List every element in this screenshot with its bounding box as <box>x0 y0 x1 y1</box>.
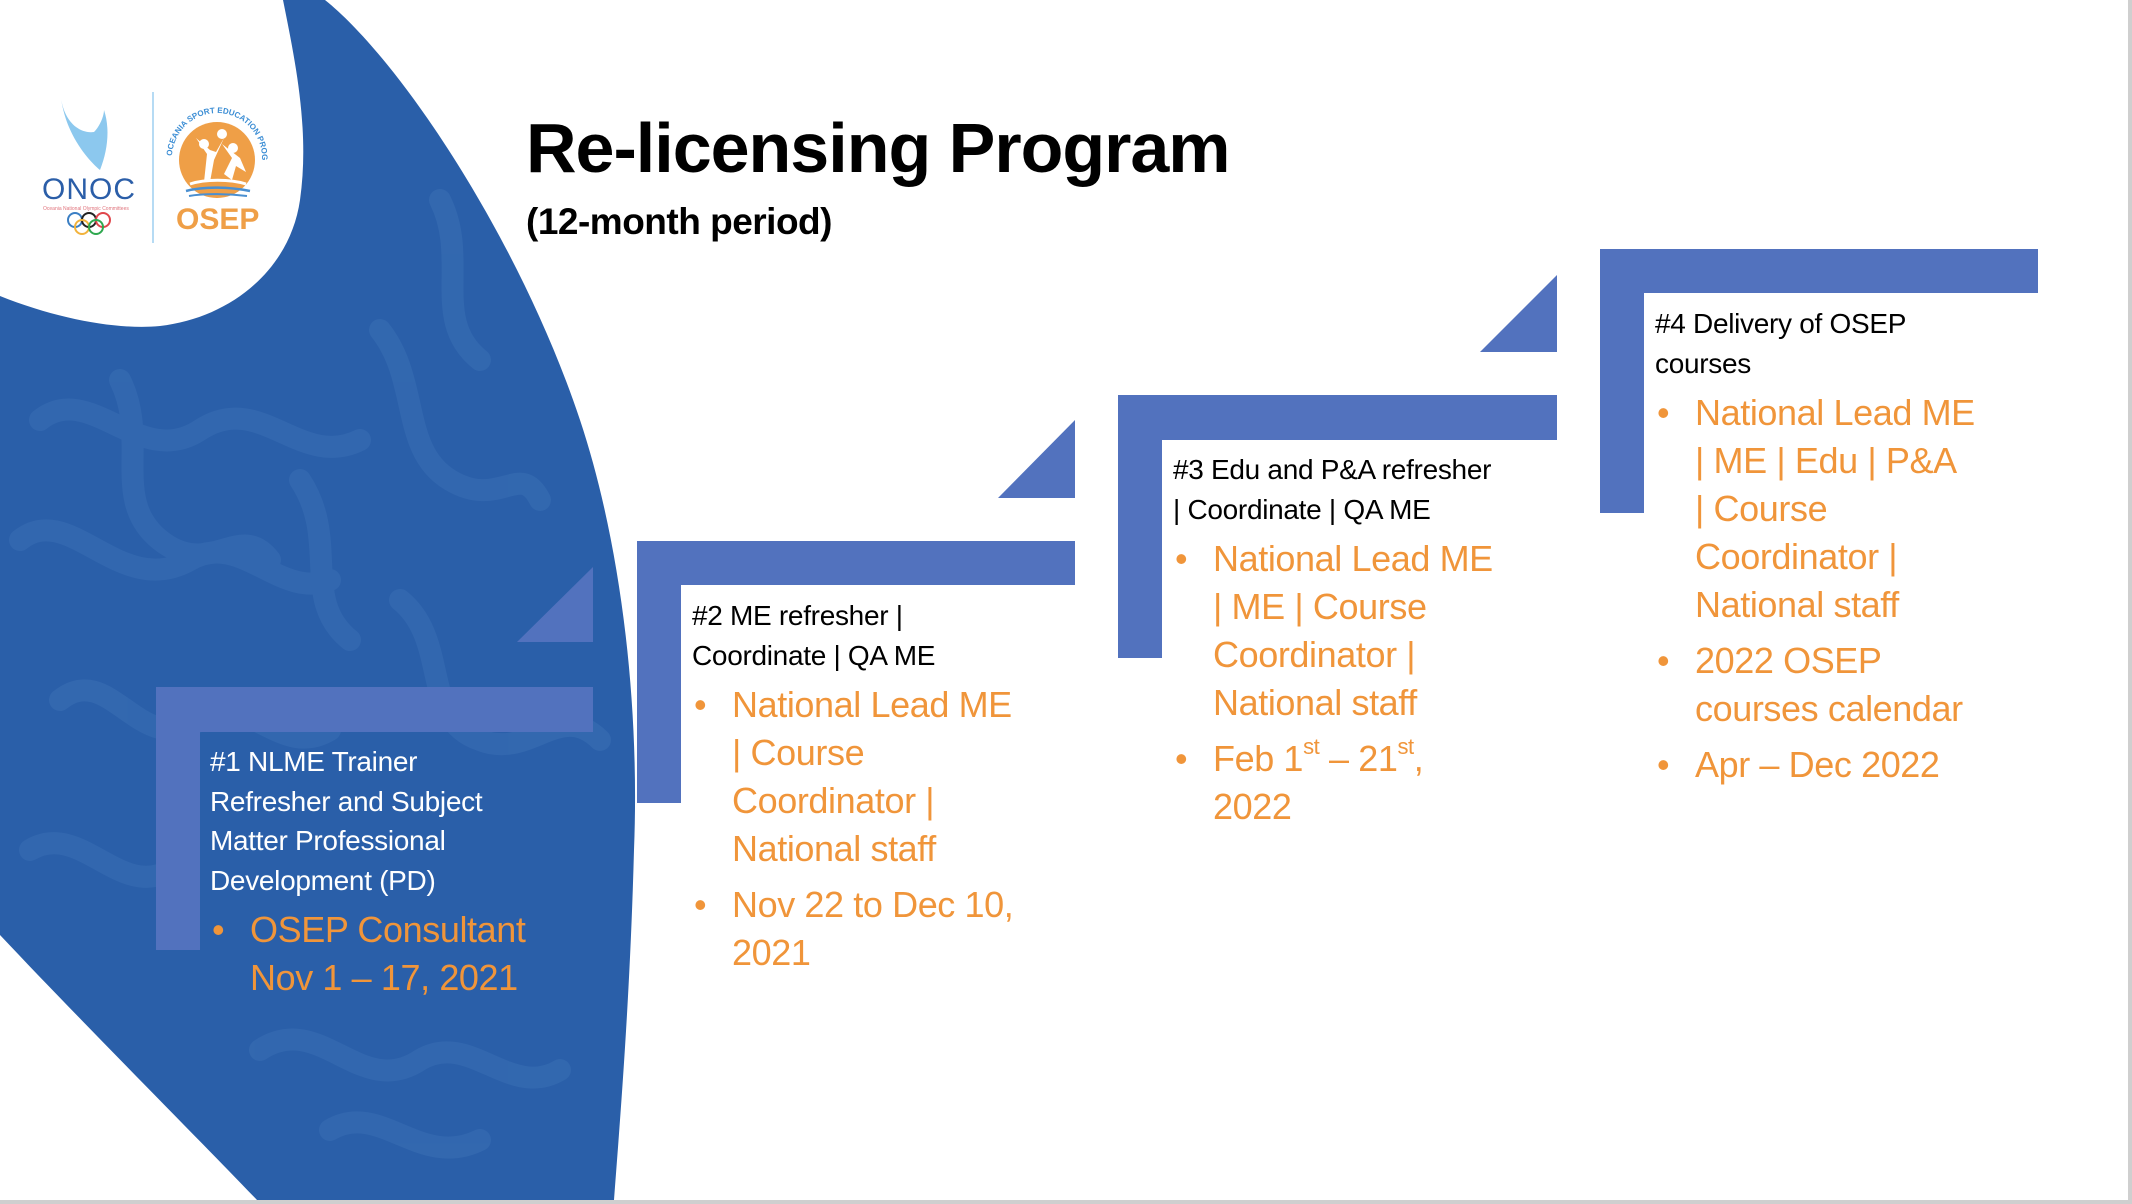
bullet-line: Coordinator | <box>1213 634 1416 675</box>
bullet-icon: • <box>694 684 707 725</box>
slide-title: Re-licensing Program <box>526 109 1231 187</box>
step-1-heading-line: #1 NLME Trainer <box>210 746 418 777</box>
bullet-line: National staff <box>1213 682 1417 723</box>
osep-logo-text: OSEP <box>176 203 260 236</box>
step-1-heading: #1 NLME Trainer Refresher and Subject Ma… <box>210 742 590 900</box>
bullet-icon: • <box>694 884 707 925</box>
bullet-line: Coordinator | <box>1695 536 1898 577</box>
step-3-bar <box>1118 395 1557 440</box>
step-3-bullet-item: • National Lead ME | ME | Course Coordin… <box>1173 535 1593 727</box>
onoc-logo-tagline: Oceania National Olympic Committees <box>43 206 129 212</box>
osep-figures-icon <box>196 129 246 182</box>
step-1-bar <box>156 687 593 732</box>
step-3-bracket <box>1118 275 1557 658</box>
bullet-line: 2022 OSEP <box>1695 640 1882 681</box>
bullet-line: OSEP Consultant <box>250 909 526 950</box>
step-3-heading-line: | Coordinate | QA ME <box>1173 493 1431 525</box>
step-1-arrow-tip <box>517 567 593 642</box>
bullet-line: courses calendar <box>1695 688 1963 729</box>
step-1-heading-line: Matter Professional <box>210 825 446 856</box>
step-3-bullet-item: • Feb 1st – 21st, 2022 <box>1173 735 1593 831</box>
background-pattern <box>9 189 611 1159</box>
step-2-stem <box>637 541 681 803</box>
onoc-logo-text: ONOC <box>42 173 136 206</box>
step-2-bullet-item: • National Lead ME | Course Coordinator … <box>692 681 1092 873</box>
step-4-bullet-item: • National Lead ME | ME | Edu | P&A | Co… <box>1655 389 2075 629</box>
step-1-heading-line: Refresher and Subject <box>210 785 483 817</box>
olympic-rings-icon <box>67 212 111 235</box>
bullet-icon: • <box>1175 738 1188 779</box>
slide-subtitle: (12-month period) <box>526 201 832 242</box>
step-1: #1 NLME Trainer Refresher and Subject Ma… <box>210 742 590 1010</box>
bullet-icon: • <box>1657 744 1670 785</box>
bullet-line: National Lead ME <box>1695 392 1975 433</box>
bullet-line: | Course <box>732 732 865 773</box>
step-3: #3 Edu and P&A refresher | Coordinate | … <box>1173 450 1593 839</box>
step-4-bullets: • National Lead ME | ME | Edu | P&A | Co… <box>1655 389 2075 789</box>
step-4-stem <box>1600 249 1644 513</box>
step-4-heading-line: #4 Delivery of OSEP <box>1655 308 1907 339</box>
step-1-stem <box>156 687 200 950</box>
bullet-icon: • <box>1657 392 1670 433</box>
step-1-bullets: • OSEP Consultant Nov 1 – 17, 2021 <box>210 906 590 1002</box>
step-2-heading: #2 ME refresher | Coordinate | QA ME <box>692 596 1092 675</box>
step-3-arrow-tip <box>1480 275 1557 352</box>
bullet-line: 2022 <box>1213 786 1292 827</box>
bullet-line: | ME | Edu | P&A <box>1695 440 1957 481</box>
step-4: #4 Delivery of OSEP courses • National L… <box>1655 304 2075 797</box>
step-4-bracket <box>1600 249 2038 513</box>
bullet-line: National Lead ME <box>1213 538 1493 579</box>
step-3-bullets: • National Lead ME | ME | Course Coordin… <box>1173 535 1593 831</box>
step-1-bracket <box>156 567 593 950</box>
step-1-heading-line: Development (PD) <box>210 864 436 896</box>
step-4-heading-line: courses <box>1655 347 1751 379</box>
date-text: , <box>1413 738 1424 779</box>
date-text: Feb 1 <box>1213 738 1304 779</box>
step-3-heading: #3 Edu and P&A refresher | Coordinate | … <box>1173 450 1593 529</box>
ordinal-suffix: st <box>1397 734 1414 759</box>
bullet-line: Nov 1 – 17, 2021 <box>250 957 518 998</box>
bullet-icon: • <box>1657 640 1670 681</box>
bullet-line: 2021 <box>732 932 811 973</box>
onoc-logo-mark <box>61 98 111 235</box>
step-4-bullet-item: • Apr – Dec 2022 <box>1655 741 2075 789</box>
step-2-heading-line: Coordinate | QA ME <box>692 639 936 671</box>
onoc-flame-icon <box>61 98 108 170</box>
step-4-heading: #4 Delivery of OSEP courses <box>1655 304 2075 383</box>
step-2-arrow-tip <box>998 420 1075 498</box>
step-2-bullets: • National Lead ME | Course Coordinator … <box>692 681 1092 977</box>
ordinal-suffix: st <box>1303 734 1320 759</box>
step-2-bracket <box>637 420 1075 803</box>
step-2: #2 ME refresher | Coordinate | QA ME • N… <box>692 596 1092 985</box>
osep-logo-mark: OCEANIA SPORT EDUCATION PROGRAM <box>0 0 269 198</box>
step-4-bullet-item: • 2022 OSEP courses calendar <box>1655 637 2075 733</box>
osep-sun-icon <box>179 122 255 198</box>
date-text: – 21 <box>1319 738 1398 779</box>
bullet-icon: • <box>212 909 225 950</box>
bullet-line: Coordinator | <box>732 780 935 821</box>
bullet-line: Nov 22 to Dec 10, <box>732 884 1014 925</box>
bullet-line: National staff <box>732 828 936 869</box>
step-2-heading-line: #2 ME refresher | <box>692 600 903 631</box>
step-2-bar <box>637 541 1075 585</box>
step-3-stem <box>1118 395 1162 658</box>
bullet-icon: • <box>1175 538 1188 579</box>
step-2-bullet-item: • Nov 22 to Dec 10, 2021 <box>692 881 1092 977</box>
bullet-line: Feb 1st – 21st, <box>1213 735 1593 783</box>
step-1-bullet-item: • OSEP Consultant Nov 1 – 17, 2021 <box>210 906 590 1002</box>
bullet-line: | ME | Course <box>1213 586 1427 627</box>
bullet-line: National staff <box>1695 584 1899 625</box>
bullet-line: National Lead ME <box>732 684 1012 725</box>
bullet-line: | Course <box>1695 488 1828 529</box>
step-4-bar <box>1600 249 2038 293</box>
bullet-line: Apr – Dec 2022 <box>1695 744 1940 785</box>
step-3-heading-line: #3 Edu and P&A refresher <box>1173 454 1492 485</box>
